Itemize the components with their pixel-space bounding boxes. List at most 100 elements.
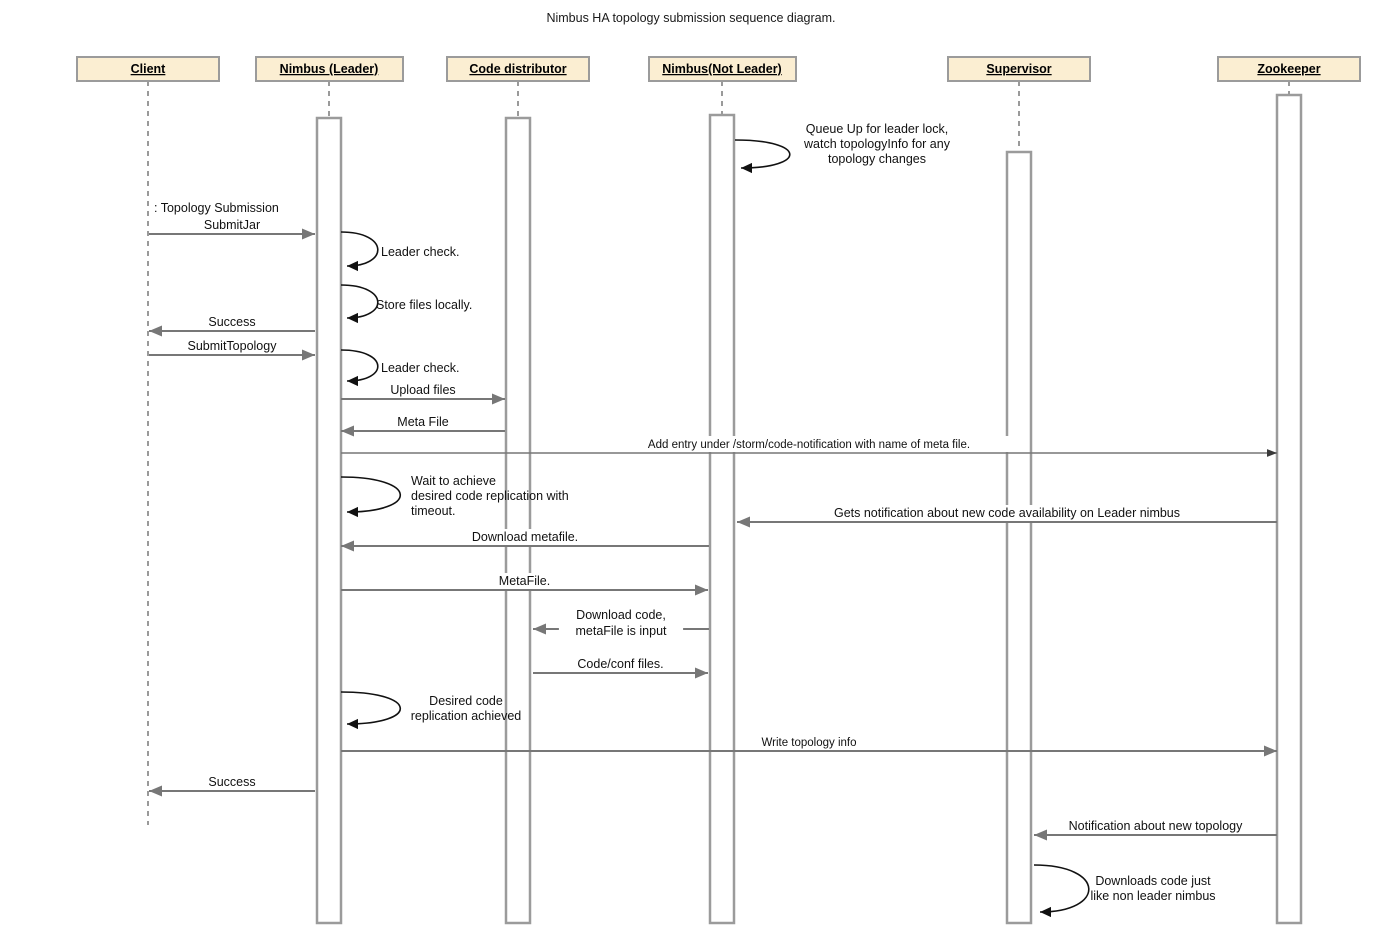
self-message-arc-leader-check-1 — [340, 231, 379, 272]
message-label-download-code: metaFile is input — [575, 624, 667, 638]
self-messages-layer: Queue Up for leader lock,watch topologyI… — [340, 122, 1216, 918]
page-title: Nimbus HA topology submission sequence d… — [546, 11, 835, 25]
participant-box-client[interactable] — [76, 56, 220, 82]
message-label-bg-download-code — [568, 607, 674, 623]
participant-label-nimbus_lead: Nimbus (Leader) — [280, 62, 379, 76]
self-message-label-replication-achieved: replication achieved — [411, 709, 522, 723]
self-message-arc-queue-up-leader-lock — [734, 139, 791, 174]
participant-client[interactable]: Client — [76, 56, 220, 82]
activation-bar-code_dist — [504, 116, 532, 925]
participant-box-zookeeper[interactable] — [1217, 56, 1361, 82]
participant-label-supervisor: Supervisor — [986, 62, 1051, 76]
message-label-write-topology: Write topology info — [761, 737, 856, 749]
self-message-label-replication-achieved: Desired code — [429, 694, 503, 708]
self-message-label-downloads-code: Downloads code just — [1095, 874, 1211, 888]
message-label-submitjar: SubmitJar — [204, 218, 260, 232]
message-upload-files: Upload files — [341, 382, 505, 405]
activation-bars-layer — [315, 93, 1303, 925]
message-label-bg-gets-notification — [796, 505, 1218, 521]
activation-bar-nimbus_not — [708, 113, 736, 925]
participant-label-code_dist: Code distributor — [469, 62, 566, 76]
message-notify-topology: Notification about new topology — [1034, 818, 1277, 841]
self-message-label-wait-replication: timeout. — [411, 504, 455, 518]
message-label-bg-submitjar — [196, 217, 268, 233]
message-label-gets-notification: Gets notification about new code availab… — [834, 506, 1180, 520]
message-label-bg-upload-files — [377, 382, 469, 398]
self-message-label-queue-up-leader-lock: Queue Up for leader lock, — [806, 122, 948, 136]
participant-label-client: Client — [131, 62, 167, 76]
lifelines-layer — [147, 81, 1290, 825]
message-success-1: Success — [149, 314, 315, 337]
participant-box-supervisor[interactable] — [947, 56, 1091, 82]
self-message-label-store-files-locally: Store files locally. — [376, 298, 472, 312]
participant-nimbus_not[interactable]: Nimbus(Not Leader) — [648, 56, 797, 82]
stray-labels-layer: : Topology Submission — [154, 201, 279, 215]
participant-box-nimbus_not[interactable] — [648, 56, 797, 82]
message-download-code: Download code, metaFile is input — [533, 607, 709, 639]
message-label-download-code: Download code, — [576, 608, 666, 622]
message-label-code-conf-files: Code/conf files. — [577, 657, 663, 671]
message-label-metafile: MetaFile. — [499, 574, 550, 588]
message-code-conf-files: Code/conf files. — [533, 656, 708, 679]
activation-bar-nimbus_lead — [315, 116, 343, 925]
participant-box-nimbus_lead[interactable] — [255, 56, 404, 82]
message-download-metafile: Download metafile. — [341, 529, 709, 552]
activation-bar-supervisor — [1005, 150, 1033, 925]
self-message-arc-store-files-locally — [340, 284, 379, 324]
message-label-notify-topology: Notification about new topology — [1069, 819, 1243, 833]
self-message-label-leader-check-1: Leader check. — [381, 245, 460, 259]
message-label-bg-success-2 — [202, 774, 262, 790]
message-write-topology: Write topology info — [341, 734, 1277, 757]
self-message-label-leader-check-2: Leader check. — [381, 361, 460, 375]
message-label-download-metafile: Download metafile. — [472, 530, 578, 544]
message-label-bg-code-conf-files — [561, 656, 680, 672]
self-message-arc-replication-achieved — [340, 691, 402, 730]
message-label-bg-download-metafile — [459, 529, 591, 545]
participant-label-zookeeper: Zookeeper — [1257, 62, 1320, 76]
message-label-meta-file: Meta File — [397, 415, 448, 429]
participants-layer: Client Nimbus (Leader) Code distributor Nim… — [76, 56, 1361, 82]
message-label-success-1: Success — [208, 315, 255, 329]
participant-supervisor[interactable]: Supervisor — [947, 56, 1091, 82]
message-meta-file: Meta File — [341, 414, 505, 437]
self-message-arc-downloads-code — [1033, 864, 1090, 918]
self-message-arc-leader-check-2 — [340, 349, 379, 387]
message-gets-notification: Gets notification about new code availab… — [737, 505, 1277, 528]
message-label-bg-add-entry — [591, 436, 1027, 452]
message-label-bg-notify-topology — [1047, 818, 1264, 834]
message-metafile: MetaFile. — [341, 573, 708, 596]
message-label-upload-files: Upload files — [390, 383, 455, 397]
participant-label-nimbus_not: Nimbus(Not Leader) — [662, 62, 781, 76]
message-label-bg-metafile — [488, 573, 561, 589]
message-submitjar: SubmitJar — [149, 217, 315, 240]
self-message-label-queue-up-leader-lock: topology changes — [828, 152, 926, 166]
activation-bar-zookeeper — [1275, 93, 1303, 925]
self-message-leader-check-1: Leader check. — [340, 231, 460, 272]
self-message-label-downloads-code: like non leader nimbus — [1090, 889, 1215, 903]
self-message-store-files-locally: Store files locally. — [340, 284, 472, 324]
self-message-label-wait-replication: Wait to achieve — [411, 474, 496, 488]
participant-zookeeper[interactable]: Zookeeper — [1217, 56, 1361, 82]
self-message-label-queue-up-leader-lock: watch topologyInfo for any — [803, 137, 951, 151]
participant-box-code_dist[interactable] — [446, 56, 590, 82]
message-label-bg-submittopology — [179, 338, 285, 354]
self-message-queue-up-leader-lock: Queue Up for leader lock,watch topologyI… — [734, 122, 951, 174]
message-label-bg-meta-file — [387, 414, 459, 430]
message-success-2: Success — [149, 774, 315, 797]
message-label-bg-write-topology — [740, 734, 878, 750]
message-label-submittopology: SubmitTopology — [188, 339, 278, 353]
stray-label-topology-submission: : Topology Submission — [154, 201, 279, 215]
participant-nimbus_lead[interactable]: Nimbus (Leader) — [255, 56, 404, 82]
message-label-bg-success-1 — [202, 314, 262, 330]
message-submittopology: SubmitTopology — [149, 338, 315, 361]
self-message-label-wait-replication: desired code replication with — [411, 489, 569, 503]
participant-code_dist[interactable]: Code distributor — [446, 56, 590, 82]
message-label-success-2: Success — [208, 775, 255, 789]
self-message-arc-wait-replication — [340, 476, 402, 518]
